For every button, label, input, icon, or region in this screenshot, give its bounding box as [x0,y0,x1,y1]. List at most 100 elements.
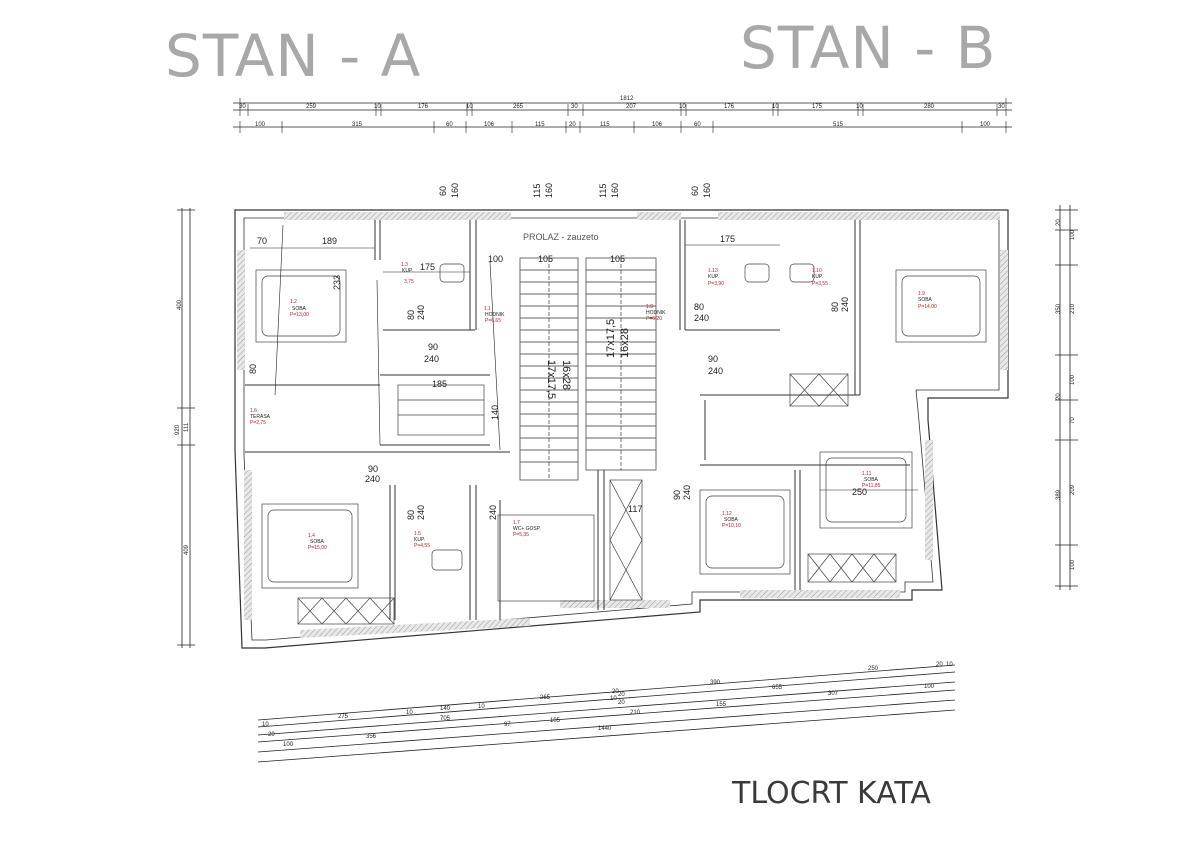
room-area: P=10,10 [722,523,741,529]
top-dim-row1-labels: 30 259 10 176 10 265 30 207 10 176 10 17… [239,104,1005,110]
dim-label: 350 [1056,303,1062,314]
room-id: 1.4 [308,533,315,539]
room-name: TERASA [250,414,271,420]
room-name: KUP. [708,274,719,280]
dim-label: 10 [466,104,473,110]
room-id: 1.13 [708,268,718,274]
dim-label: 10 [772,104,779,110]
dim-label: 100 [255,122,266,128]
dim-label: 655 [772,685,783,691]
dim-win: 160 [544,183,554,198]
dim-door: 240 [682,485,692,500]
dim-label: 100 [980,122,991,128]
dim-door: 80 [694,302,704,312]
room-id: 1.5 [414,531,421,537]
room-id: 1.8 [646,304,653,310]
room-1-7: 1.7WC+ GOSP.P=5,35 [513,520,541,538]
dim-label: 515 [833,122,844,128]
dim-left-409: 409 [184,544,190,555]
dim-win: 115 [532,184,542,198]
room-id: 1.6 [250,408,257,414]
dim-label: 105 [550,718,561,724]
dim-label: 209 [1070,484,1076,495]
dim-label: 106 [484,122,495,128]
dim-door: 90 [708,354,718,364]
dim-label: 259 [306,104,317,110]
stair-label: 16x28 [619,328,631,358]
dim-label: 97 [504,722,511,728]
dim-door: 90 [672,490,682,500]
room-id: 1.11 [862,471,872,477]
dim-text: 105 [538,254,553,264]
left-dimensions [177,208,195,648]
room-area: P=4,55 [414,543,430,549]
room-area: 3,75 [404,279,414,285]
dim-total: 1812 [620,96,634,102]
dim-label: 10 [406,710,413,716]
room-name: SOBA [864,477,879,483]
dim-label: 10 [262,722,269,728]
dim-label: 265 [540,695,551,701]
stan-b-title: STAN - B [740,14,997,82]
dim-win: 60 [690,186,700,196]
dim-label: 100 [1070,559,1076,570]
dim-label: 390 [710,680,721,686]
dim-door: 80 [406,310,416,320]
dim-label: 10 [374,104,381,110]
dim-win: 160 [450,183,460,198]
dim-door: 240 [488,505,498,520]
room-name: HODNIK [646,310,666,316]
dim-label: 20 [618,700,625,706]
stan-a-title: STAN - A [165,22,422,90]
room-area: P=2,75 [250,420,266,426]
dim-label: 20 [1056,393,1062,400]
room-area: P=13,00 [290,312,309,318]
dim-left-400: 400 [177,299,183,310]
dim-door: 80 [830,302,840,312]
dim-label: 115 [535,122,545,128]
dim-label: 100 [1070,229,1076,240]
dim-door: 80 [406,510,416,520]
dim-text: 117 [628,504,642,514]
room-area: P=5,35 [513,532,529,538]
dim-label: 265 [513,104,524,110]
room-name: WC+ GOSP. [513,526,541,532]
dim-label: 20 [612,689,619,695]
dim-left-111: 111 [184,422,190,432]
dim-label: 705 [440,716,451,722]
top-dimensions [233,98,1012,133]
interior-walls [245,220,910,620]
interior-dimension-labels: 90 240 90 240 90 240 80 240 70 189 175 1… [248,183,867,520]
dim-label: 100 [924,684,935,690]
dim-win: 160 [610,183,620,198]
dim-label: 20 [618,692,625,698]
room-name: KUP. [812,274,823,280]
dim-win: 115 [598,184,608,198]
dim-label: 176 [724,104,735,110]
room-id: 1.12 [722,511,732,517]
bottom-dim-labels: 250 20 10 390 655 100 265 20 307 275 10 … [262,662,953,748]
dim-label: 315 [352,122,363,128]
room-name: SOBA [310,539,325,545]
stair-label: 17x17,5 [605,319,617,358]
dim-label: 280 [924,104,935,110]
dim-label: 20 [268,732,275,738]
building-walls [234,209,1009,649]
room-name: HODNIK [485,312,505,318]
dim-text: 175 [420,262,435,272]
dim-label: 20 [1056,219,1062,226]
dim-label: 140 [440,706,451,712]
room-name: KUP. [402,268,413,274]
dim-label: 60 [446,122,453,128]
room-area: P=11,85 [862,483,881,489]
dim-label: 176 [418,104,429,110]
room-area: P=14,00 [918,304,937,310]
